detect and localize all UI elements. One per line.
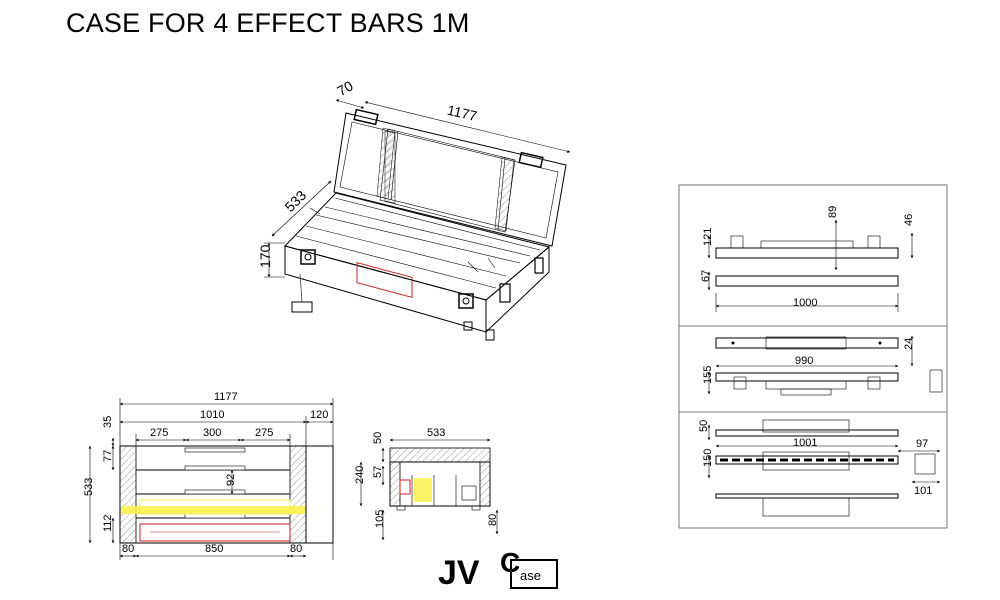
jv-case-logo: JV C ase xyxy=(438,547,558,592)
top-dim-35: 35 xyxy=(102,416,114,428)
iso-dim-170: 170 xyxy=(257,244,273,268)
case-lid xyxy=(333,112,567,247)
p2-dim-155: 155 xyxy=(702,366,714,384)
side-section-outline xyxy=(389,461,491,507)
page-title: CASE FOR 4 EFFECT BARS 1M xyxy=(66,8,470,38)
red-highlight xyxy=(139,523,291,542)
side-dim-533: 533 xyxy=(427,427,445,439)
side-dim-80: 80 xyxy=(487,514,499,526)
p3-dim-1001: 1001 xyxy=(793,437,817,449)
top-view: 1177 1010 120 275 300 275 35 77 533 112 … xyxy=(83,391,334,560)
p3-dim-50: 50 xyxy=(698,420,710,432)
top-dim-300: 300 xyxy=(203,427,221,439)
top-dim-275-left: 275 xyxy=(150,427,168,439)
top-dim-275-right: 275 xyxy=(255,427,273,439)
top-dim-112: 112 xyxy=(102,514,114,532)
side-dim-240: 240 xyxy=(354,466,366,484)
right-panels: 1000 89 46 121 67 990 24 xyxy=(678,184,948,529)
isometric-case-view: 70 1177 533 170 xyxy=(257,77,571,341)
logo-letters: JV xyxy=(438,554,480,592)
p1-dim-121: 121 xyxy=(702,228,714,246)
side-dim-57: 57 xyxy=(372,466,384,478)
iso-dim-70: 70 xyxy=(334,77,356,99)
top-dim-1177: 1177 xyxy=(214,391,238,403)
top-dim-92: 92 xyxy=(225,474,237,486)
side-section-view: 533 50 240 57 105 80 xyxy=(354,427,499,541)
top-dim-1010: 1010 xyxy=(200,409,224,421)
top-dim-533: 533 xyxy=(83,478,95,496)
p3-dim-101: 101 xyxy=(914,485,932,497)
p3-dim-97: 97 xyxy=(916,438,928,450)
yellow-highlight xyxy=(121,506,305,514)
p2-dim-24: 24 xyxy=(903,338,915,350)
p3-dim-150: 150 xyxy=(702,449,714,467)
iso-dim-1177: 1177 xyxy=(446,102,479,124)
effect-bar-side-panel: 1000 89 46 121 67 xyxy=(700,206,915,312)
iso-dim-533: 533 xyxy=(281,187,309,215)
p2-dim-990: 990 xyxy=(795,355,813,367)
top-dim-850: 850 xyxy=(205,543,223,555)
side-dim-105: 105 xyxy=(374,510,386,528)
p1-dim-46: 46 xyxy=(903,214,915,226)
p1-dim-89: 89 xyxy=(827,206,839,218)
p1-dim-1000: 1000 xyxy=(793,297,817,309)
effect-bar-top-panel: 1001 50 150 97 101 xyxy=(698,419,941,517)
case-base-side xyxy=(485,245,550,334)
effect-bar-front-panel: 990 24 155 xyxy=(702,335,943,396)
logo-c: C xyxy=(500,547,520,578)
top-dim-80-left: 80 xyxy=(122,543,134,555)
side-dim-50: 50 xyxy=(372,432,384,444)
top-dim-80-right: 80 xyxy=(290,543,302,555)
logo-suffix: ase xyxy=(520,568,541,583)
top-dim-120: 120 xyxy=(310,409,328,421)
p1-dim-67: 67 xyxy=(700,270,712,282)
top-dim-77: 77 xyxy=(102,450,114,462)
